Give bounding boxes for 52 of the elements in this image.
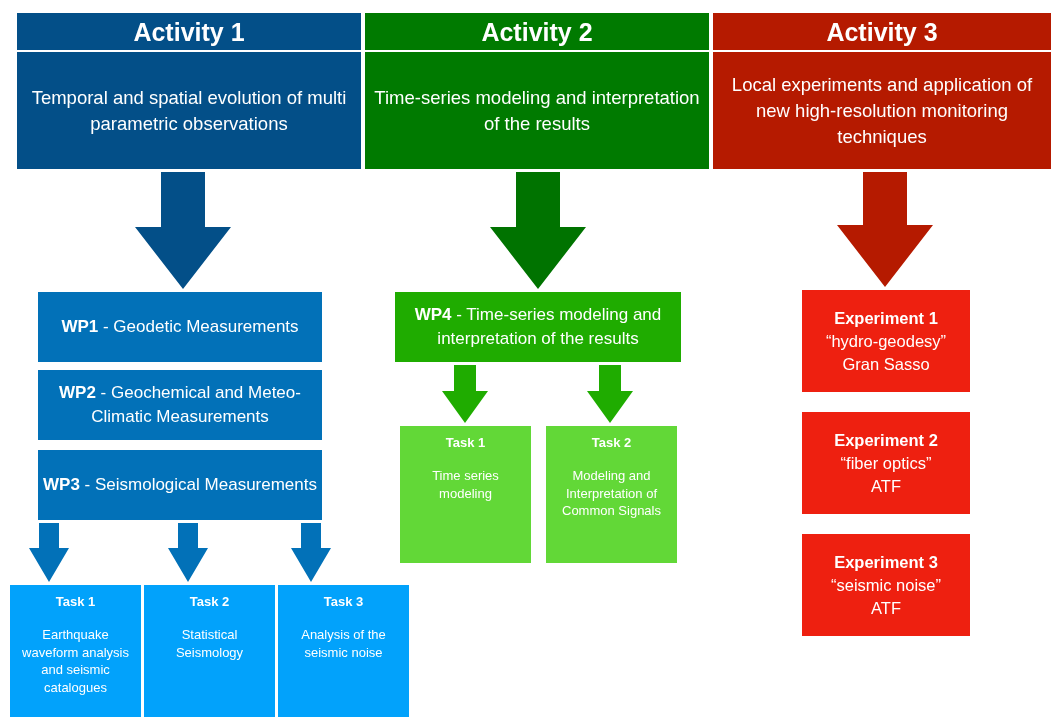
- task-description: Analysis of the seismic noise: [300, 626, 387, 661]
- experiment-box: [802, 412, 970, 514]
- experiment-title: Experiment 2: [834, 429, 938, 451]
- work-package-box: [38, 450, 322, 520]
- work-package-box: [38, 292, 322, 362]
- task-box: [10, 585, 141, 717]
- task-description: Earthquake waveform analysis and seismic catalogues: [21, 626, 130, 696]
- arrow: [587, 365, 633, 423]
- work-package-box: [395, 292, 681, 362]
- task-box: [546, 426, 677, 563]
- task-box: [400, 426, 531, 563]
- activity-card: [365, 13, 709, 169]
- task-title: Task 1: [445, 434, 486, 452]
- work-package-title: WP3 - Seismological Measurements: [43, 474, 317, 496]
- arrow: [837, 172, 933, 287]
- experiment-description: “hydro-geodesy”: [825, 330, 947, 352]
- experiment-description: Gran Sasso: [842, 353, 930, 375]
- experiment-box: [802, 290, 970, 392]
- activity-description: Time-series modeling and interpretation of the results: [373, 85, 701, 136]
- activity-description: Local experiments and application of new high-resolution monitoring techniques: [730, 72, 1034, 149]
- work-package-title: WP1 - Geodetic Measurements: [61, 316, 299, 338]
- arrow: [442, 365, 488, 423]
- task-title: Task 2: [591, 434, 632, 452]
- arrow: [168, 523, 208, 582]
- activity-title: Activity 3: [713, 13, 1051, 52]
- experiment-description: “seismic noise”: [831, 574, 941, 596]
- experiment-box: [802, 534, 970, 636]
- experiment-description: ATF: [871, 475, 901, 497]
- task-title: Task 1: [55, 593, 96, 611]
- work-package-title: WP2 - Geochemical and Meteo-Climatic Measurements: [58, 382, 302, 428]
- activity-title: Activity 1: [17, 13, 361, 52]
- task-title: Task 2: [189, 593, 230, 611]
- experiment-description: “fiber optics”: [840, 452, 932, 474]
- experiment-title: Experiment 3: [834, 551, 938, 573]
- arrow: [291, 523, 331, 582]
- task-box: [144, 585, 275, 717]
- experiment-description: ATF: [871, 597, 901, 619]
- task-description: Time series modeling: [431, 467, 500, 502]
- task-description: Modeling and Interpretation of Common Signals: [561, 467, 662, 520]
- arrow: [135, 172, 231, 289]
- work-package-title: WP4 - Time-series modeling and interpretation of the results: [413, 304, 663, 350]
- activity-card: [713, 13, 1051, 169]
- activity-description: Temporal and spatial evolution of multi parametric observations: [30, 85, 348, 136]
- activity-title: Activity 2: [365, 13, 709, 52]
- task-box: [278, 585, 409, 717]
- arrow: [29, 523, 69, 582]
- arrow: [490, 172, 586, 289]
- experiment-title: Experiment 1: [834, 307, 938, 329]
- task-title: Task 3: [323, 593, 364, 611]
- task-description: Statistical Seismology: [174, 626, 245, 661]
- activity-card: [17, 13, 361, 169]
- work-package-box: [38, 370, 322, 440]
